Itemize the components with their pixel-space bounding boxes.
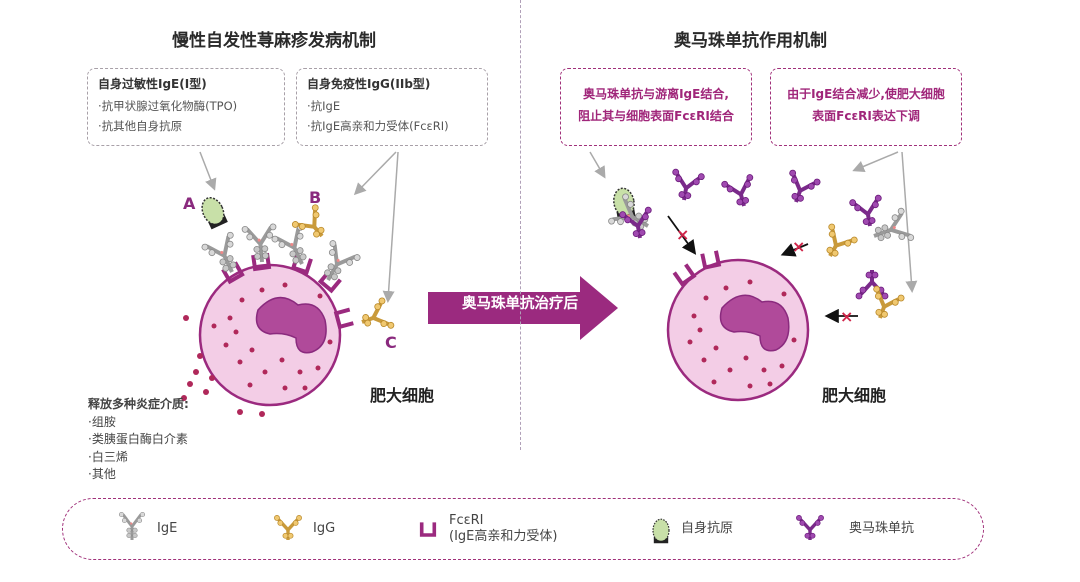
cell-label-left: 肥大细胞 (370, 386, 435, 405)
legend-fceri-line-1: FcεRI (449, 513, 484, 528)
legend-omalizumab: 奥马珠单抗 (849, 499, 914, 559)
treatment-arrow (428, 276, 618, 340)
legend: IgE IgG FcεRI (IgE高亲和力受体) 自身抗原 奥马珠单抗 (62, 498, 984, 560)
legend-autoantigen-label: 自身抗原 (681, 521, 734, 536)
box-ige-line-2: ·抗其他自身抗原 (98, 119, 183, 133)
svg-text:×: × (840, 307, 853, 326)
svg-text:×: × (792, 237, 805, 256)
legend-fceri-label: FcεRI (IgE高亲和力受体) (449, 513, 557, 545)
left-title: 慢性自发性荨麻疹发病机制 (172, 31, 376, 51)
box-ige-heading: 自身过敏性IgE(I型) (98, 77, 207, 91)
cell-label-right: 肥大细胞 (822, 386, 887, 405)
box-igg-line-2: ·抗IgE高亲和力受体(FcεRI) (307, 119, 449, 133)
legend-fceri-line-2: (IgE高亲和力受体) (449, 529, 558, 544)
section-divider (520, 0, 521, 450)
legend-omalizumab-label: 奥马珠单抗 (849, 521, 915, 536)
treatment-arrow-label: 奥马珠单抗治疗后 (462, 296, 578, 312)
svg-text:×: × (676, 225, 689, 244)
box-igg-heading: 自身免疫性IgG(IIb型) (307, 77, 431, 91)
legend-ige-label: IgE (157, 521, 178, 536)
legend-igg: IgG (313, 499, 335, 559)
right-box-2-line-1: 由于IgE结合减少,使肥大细胞 (787, 87, 945, 101)
right-box-2: 由于IgE结合减少,使肥大细胞 表面FcεRI表达下调 (770, 68, 962, 146)
right-title: 奥马珠单抗作用机制 (674, 31, 827, 51)
mediator-item: ·组胺 (88, 414, 116, 429)
box-autoallergic-ige: 自身过敏性IgE(I型) ·抗甲状腺过氧化物酶(TPO) ·抗其他自身抗原 (87, 68, 285, 146)
right-box-1: 奥马珠单抗与游离IgE结合, 阻止其与细胞表面FcεRI结合 (560, 68, 752, 146)
arrow-a (199, 151, 217, 191)
mediators-list: 释放多种炎症介质: ·组胺 ·类胰蛋白酶白介素 ·白三烯 ·其他 (88, 396, 189, 484)
label-a: A (183, 194, 196, 213)
box-ige-line-1: ·抗甲状腺过氧化物酶(TPO) (98, 99, 238, 113)
legend-igg-label: IgG (313, 521, 336, 536)
box-igg-line-1: ·抗IgE (307, 99, 341, 113)
label-c: C (385, 333, 397, 352)
legend-fceri: FcεRI (IgE高亲和力受体) (449, 499, 557, 559)
legend-ige: IgE (157, 499, 177, 559)
mediators-heading: 释放多种炎症介质: (88, 397, 189, 411)
arrow-c (382, 151, 399, 303)
arrow-b (353, 151, 397, 196)
mediator-item: ·白三烯 (88, 449, 128, 464)
right-box-2-line-2: 表面FcεRI表达下调 (812, 109, 920, 123)
mediator-item: ·其他 (88, 467, 116, 481)
legend-autoantigen: 自身抗原 (681, 499, 733, 559)
mediator-item: ·类胰蛋白酶白介素 (88, 432, 188, 446)
right-box-1-line-2: 阻止其与细胞表面FcεRI结合 (578, 109, 734, 123)
mast-cell-right (666, 248, 810, 402)
box-autoimmune-igg: 自身免疫性IgG(IIb型) ·抗IgE ·抗IgE高亲和力受体(FcεRI) (296, 68, 488, 146)
label-b: B (309, 188, 322, 207)
right-box-1-line-1: 奥马珠单抗与游离IgE结合, (583, 87, 729, 101)
mast-cell-left (181, 251, 356, 417)
